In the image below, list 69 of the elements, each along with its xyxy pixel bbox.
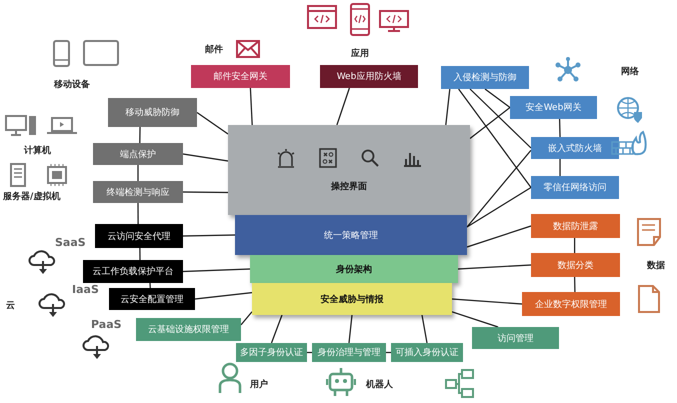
data-box: 数据分类 (531, 253, 620, 277)
connector-line (470, 88, 532, 148)
access-box: 访问管理 (472, 327, 559, 349)
identity-band: 身份架构 (250, 255, 458, 283)
category-label: 网络 (621, 66, 639, 78)
connector-line (466, 225, 532, 248)
connector-line (137, 203, 139, 224)
connector-line (183, 191, 228, 194)
connector-line (466, 186, 532, 228)
connector-line (240, 311, 252, 326)
connector-line (458, 264, 532, 270)
connector-line (182, 234, 236, 237)
connector-line (458, 88, 532, 188)
connector-line (574, 238, 576, 253)
connector-line (194, 292, 252, 300)
connector-line (139, 248, 141, 260)
protection-box: 端点保护 (93, 143, 183, 165)
connector-line (452, 311, 498, 328)
connector-line (196, 112, 228, 134)
gateway-box: 邮件安全网关 (191, 65, 290, 88)
firewall-box: 嵌入式防火墙 (531, 137, 619, 159)
connector-line (470, 107, 510, 139)
connector-line (336, 88, 350, 126)
category-label: 应用 (351, 47, 369, 60)
gateway-box: 安全Web网关 (510, 96, 597, 119)
connector-line (484, 88, 510, 108)
category-label: 机器人 (366, 378, 393, 391)
connector-line (270, 314, 283, 344)
permission-box: 云基础设施权限管理 (136, 318, 241, 341)
connector-line (574, 276, 576, 292)
authentication-box: 多因子身份认证 (236, 343, 307, 362)
connector-line (348, 314, 353, 344)
firewall-box: Web应用防火墙 (320, 65, 418, 88)
configuration-box: 云安全配置管理 (109, 288, 195, 310)
authentication-box: 可插入身份认证 (391, 343, 463, 362)
rights-box: 企业数字权限管理 (522, 292, 620, 316)
panel-label: 操控界面 (331, 180, 367, 192)
policy-band: 统一策略管理 (235, 215, 467, 255)
governance-box: 身份治理与管理 (312, 343, 386, 362)
broker-box: 云访问安全代理 (95, 224, 183, 248)
connector-line (452, 298, 522, 305)
category-label: 计算机 (24, 144, 51, 157)
category-label: 数据 (647, 260, 665, 272)
category-label: IaaS (72, 283, 99, 296)
detection-box: 入侵检测与防御 (441, 66, 529, 89)
workload-box: 云工作负载保护平台 (83, 260, 183, 283)
connector-line (559, 159, 561, 176)
connector-line (445, 88, 450, 126)
category-label: 服务器/虚拟机 (3, 190, 60, 203)
connector-line (139, 127, 141, 143)
category-label: 邮件 (205, 43, 223, 56)
connector-line (182, 268, 250, 272)
connector-line (559, 118, 561, 138)
category-label: 移动设备 (54, 78, 90, 91)
connector-line (137, 165, 139, 181)
category-label: SaaS (55, 236, 86, 249)
defense-box: 移动威胁防御 (108, 98, 197, 127)
connector-line (250, 88, 253, 126)
category-label: PaaS (91, 318, 122, 331)
connector-line (421, 314, 428, 344)
category-label: 用户 (250, 378, 268, 391)
connector-line (466, 150, 532, 228)
response-box: 终端检测与响应 (93, 181, 183, 203)
connector-line (182, 153, 228, 162)
access-box: 零信任网络访问 (531, 176, 619, 199)
connector-line (149, 282, 151, 288)
intelligence-band: 安全威胁与情报 (252, 283, 452, 315)
data-box: 数据防泄露 (531, 214, 620, 238)
category-label: 云 (6, 300, 15, 312)
